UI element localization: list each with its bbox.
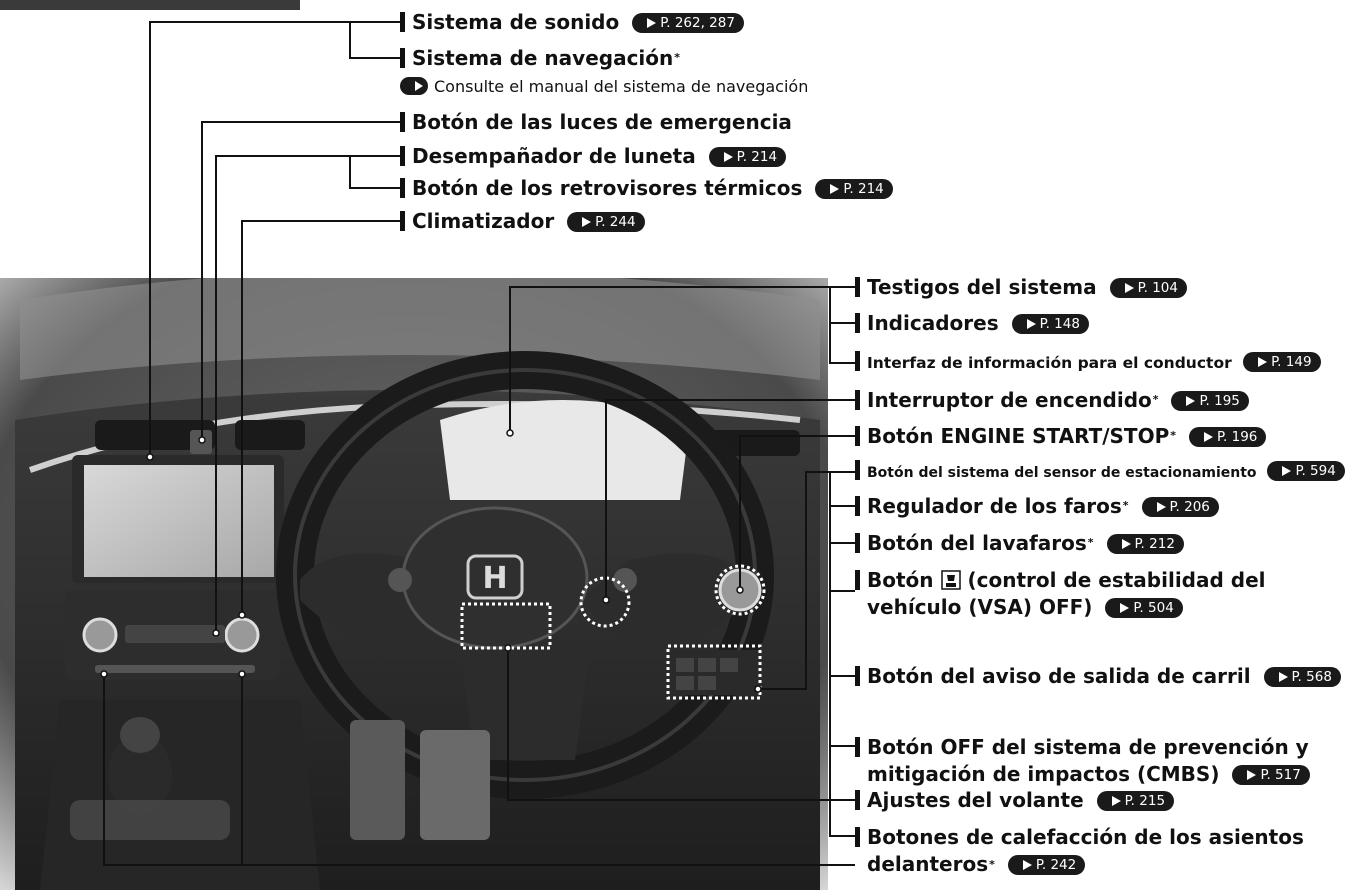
- label-mirror-heater: Botón de los retrovisores térmicos P. 21…: [400, 176, 893, 200]
- label-text: Botón del sistema del sensor de estacion…: [867, 465, 1257, 481]
- page-ref-rear-defroster[interactable]: P. 214: [708, 147, 787, 167]
- label-text: Botón del aviso de salida de carril: [867, 664, 1251, 688]
- label-text: Sistema de navegación: [412, 46, 674, 70]
- label-text: Sistema de sonido: [412, 10, 620, 34]
- label-rear-defroster: Desempañador de luneta P. 214: [400, 144, 787, 168]
- label-engine-start-stop: Botón ENGINE START/STOP* P. 196: [855, 424, 1267, 448]
- label-gauges: Indicadores P. 148: [855, 311, 1089, 335]
- page-ref-sound[interactable]: P. 262, 287: [632, 13, 744, 33]
- label-climate-control: Climatizador P. 244: [400, 209, 645, 233]
- label-system-indicators: Testigos del sistema P. 104: [855, 275, 1187, 299]
- page-ref-text: P. 214: [736, 149, 778, 165]
- label-headlight-washer: Botón del lavafaros* P. 212: [855, 531, 1184, 555]
- label-text: (control de estabilidad del: [967, 568, 1266, 592]
- label-cmbs-off: Botón OFF del sistema de prevención y mi…: [855, 734, 1310, 788]
- label-steering-adjust: Ajustes del volante P. 215: [855, 788, 1175, 812]
- page-ref-text: P. 504: [1133, 599, 1174, 616]
- page-ref-cmbs[interactable]: P. 517: [1232, 765, 1310, 785]
- label-text: Indicadores: [867, 311, 999, 335]
- page-ref-text: P. 104: [1137, 280, 1178, 296]
- note-text: Consulte el manual del sistema de navega…: [434, 77, 809, 96]
- page-ref-text: P. 568: [1291, 669, 1332, 685]
- asterisk: *: [989, 858, 995, 871]
- label-ignition-switch: Interruptor de encendido* P. 195: [855, 388, 1249, 412]
- page-ref-system-indicators[interactable]: P. 104: [1109, 278, 1187, 298]
- label-hazard-button: Botón de las luces de emergencia: [400, 110, 792, 134]
- page-ref-driver-information[interactable]: P. 149: [1243, 352, 1321, 372]
- page-ref-headlight-washer[interactable]: P. 212: [1106, 534, 1184, 554]
- asterisk: *: [1170, 429, 1177, 442]
- label-text: Botones de calefacción de los asientos: [867, 825, 1304, 849]
- label-lane-departure: Botón del aviso de salida de carril P. 5…: [855, 664, 1341, 688]
- page-ref-text: P. 242: [1035, 856, 1077, 873]
- page-ref-text: P. 215: [1124, 793, 1166, 809]
- label-text: Botón: [867, 568, 934, 592]
- arrow-icon: [400, 77, 428, 95]
- page-ref-seat-heaters[interactable]: P. 242: [1007, 855, 1086, 875]
- page-ref-text: P. 148: [1039, 316, 1080, 332]
- page-ref-text: P. 517: [1260, 766, 1301, 783]
- asterisk: *: [1122, 499, 1129, 512]
- label-text: Climatizador: [412, 209, 555, 233]
- page-ref-text: P. 244: [595, 214, 636, 230]
- label-text: Ajustes del volante: [867, 788, 1084, 812]
- page-ref-gauges[interactable]: P. 148: [1011, 314, 1089, 334]
- page-ref-text: P. 149: [1271, 354, 1312, 370]
- page-ref-text: P. 594: [1295, 463, 1336, 479]
- label-text: vehículo (VSA) OFF): [867, 595, 1093, 619]
- asterisk: *: [1087, 536, 1094, 549]
- label-headlight-adjuster: Regulador de los faros* P. 206: [855, 494, 1219, 518]
- section-header-bar: [0, 0, 300, 10]
- label-seat-heaters: Botones de calefacción de los asientos d…: [855, 824, 1304, 878]
- page-ref-text: P. 206: [1169, 499, 1210, 515]
- page-ref-text: P. 195: [1199, 393, 1240, 409]
- page-ref-mirror-heater[interactable]: P. 214: [815, 179, 893, 199]
- label-driver-information: Interfaz de información para el conducto…: [855, 351, 1321, 375]
- page-ref-text: P. 196: [1216, 429, 1258, 445]
- label-text: Desempañador de luneta: [412, 144, 696, 168]
- label-sound-system: Sistema de sonido P. 262, 287: [400, 10, 744, 34]
- label-text: Botón ENGINE START/STOP: [867, 424, 1170, 448]
- svg-text:H: H: [482, 561, 507, 596]
- page-ref-text: P. 214: [843, 181, 884, 197]
- page-ref-engine-start[interactable]: P. 196: [1188, 427, 1267, 447]
- label-text: Botón de los retrovisores térmicos: [412, 176, 803, 200]
- page-ref-climate[interactable]: P. 244: [567, 212, 645, 232]
- label-text: Botón de las luces de emergencia: [412, 110, 792, 134]
- label-text: Botón del lavafaros: [867, 531, 1087, 555]
- label-text: Botón OFF del sistema de prevención y: [867, 735, 1309, 759]
- navigation-note: Consulte el manual del sistema de navega…: [400, 77, 808, 96]
- label-text: delanteros: [867, 852, 989, 876]
- page-ref-steering-adjust[interactable]: P. 215: [1096, 791, 1175, 811]
- page-ref-text: P. 212: [1134, 536, 1175, 552]
- label-text: Testigos del sistema: [867, 275, 1097, 299]
- page-ref-headlight-adjuster[interactable]: P. 206: [1141, 497, 1219, 517]
- page-ref-lane-departure[interactable]: P. 568: [1263, 667, 1341, 687]
- page-ref-vsa[interactable]: P. 504: [1105, 598, 1183, 618]
- label-text: Regulador de los faros: [867, 494, 1122, 518]
- label-text: Interfaz de información para el conducto…: [867, 354, 1232, 372]
- asterisk: *: [674, 51, 681, 64]
- label-vsa-off: Botón (control de estabilidad del vehícu…: [855, 567, 1266, 621]
- page-ref-text: P. 262, 287: [660, 15, 735, 31]
- label-text: mitigación de impactos (CMBS): [867, 762, 1220, 786]
- page-ref-ignition[interactable]: P. 195: [1171, 391, 1249, 411]
- label-parking-sensor: Botón del sistema del sensor de estacion…: [855, 460, 1345, 485]
- label-navigation: Sistema de navegación*: [400, 46, 680, 70]
- page-ref-parking-sensor[interactable]: P. 594: [1267, 461, 1345, 481]
- asterisk: *: [1152, 393, 1159, 406]
- label-text: Interruptor de encendido: [867, 388, 1152, 412]
- vsa-off-icon: [940, 570, 961, 590]
